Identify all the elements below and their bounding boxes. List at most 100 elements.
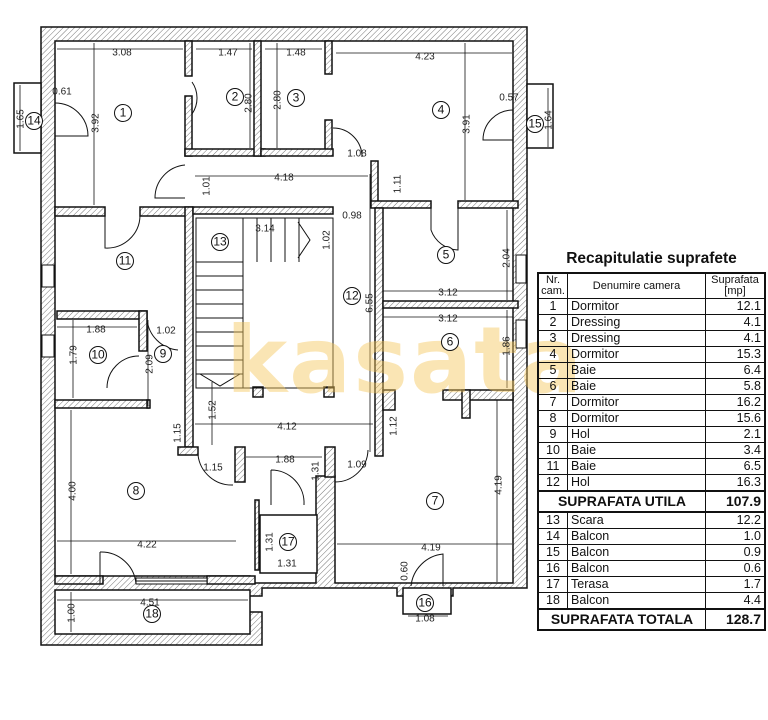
dimension-label: 1.09 <box>347 460 367 471</box>
room-marker-4: 4 <box>432 101 450 119</box>
room-marker-7: 7 <box>426 492 444 510</box>
room-name: Dressing <box>567 314 706 331</box>
grand-total-label: SUPRAFATA TOTALA <box>537 608 706 631</box>
room-nr: 16 <box>537 560 568 577</box>
room-nr: 15 <box>537 544 568 561</box>
room-area: 5.8 <box>705 378 766 395</box>
room-marker-10: 10 <box>89 346 107 364</box>
room-nr: 13 <box>537 512 568 529</box>
room-marker-13: 13 <box>211 233 229 251</box>
dimension-label: 1.79 <box>69 345 80 365</box>
dimension-lines <box>19 43 549 632</box>
area-table: Nr. cam. Denumire camera Suprafata [mp] … <box>537 272 766 631</box>
windows <box>41 254 527 585</box>
room-nr: 3 <box>537 330 568 347</box>
dimension-label: 2.09 <box>145 354 156 374</box>
room-marker-1: 1 <box>114 104 132 122</box>
room-number: 2 <box>232 90 239 104</box>
room-name: Baie <box>567 362 706 379</box>
room-marker-12: 12 <box>343 287 361 305</box>
dimension-label: 0.60 <box>400 561 411 581</box>
col-area: Suprafata [mp] <box>705 272 766 299</box>
room-number: 10 <box>91 348 105 362</box>
room-nr: 4 <box>537 346 568 363</box>
room-area: 15.3 <box>705 346 766 363</box>
dimension-label: 4.00 <box>68 481 79 501</box>
room-circle <box>143 605 161 623</box>
room-area: 3.4 <box>705 442 766 459</box>
room-number: 12 <box>345 289 359 303</box>
room-marker-9: 9 <box>154 345 172 363</box>
dimension-label: 1.31 <box>265 532 276 552</box>
dimension-label: 4.22 <box>137 540 157 551</box>
room-number: 11 <box>119 254 132 268</box>
room-nr: 8 <box>537 410 568 427</box>
dimension-label: 1.86 <box>502 336 513 356</box>
room-marker-6: 6 <box>441 333 459 351</box>
dimension-label: 1.12 <box>389 416 400 436</box>
room-name: Baie <box>567 442 706 459</box>
room-name: Hol <box>567 426 706 443</box>
useful-total-row: SUPRAFATA UTILA 107.9 <box>537 490 766 513</box>
room-name: Dormitor <box>567 410 706 427</box>
dimension-label: 1.65 <box>16 109 27 129</box>
room-circle <box>127 482 145 500</box>
room-area: 1.7 <box>705 576 766 593</box>
room-number: 13 <box>213 235 227 249</box>
dimension-label: 1.88 <box>275 455 295 466</box>
room-circle <box>25 112 43 130</box>
room-number: 5 <box>443 248 450 262</box>
room-area: 4.1 <box>705 314 766 331</box>
room-area: 12.1 <box>705 298 766 315</box>
dimension-label: 1.02 <box>156 326 176 337</box>
col-nr: Nr. cam. <box>537 272 568 299</box>
dimension-label: 1.11 <box>393 174 404 193</box>
room-circle <box>526 115 544 133</box>
room-area: 0.9 <box>705 544 766 561</box>
dimension-label: 3.14 <box>255 224 275 235</box>
room-name: Dressing <box>567 330 706 347</box>
room-nr: 9 <box>537 426 568 443</box>
room-number: 14 <box>27 114 41 128</box>
room-circle <box>287 89 305 107</box>
room-area: 16.2 <box>705 394 766 411</box>
dimension-label: 1.31 <box>277 559 297 570</box>
dimension-label: 4.51 <box>140 598 160 609</box>
dimension-label: 1.52 <box>208 400 219 420</box>
room-circle <box>441 333 459 351</box>
dimension-label: 1.47 <box>218 48 238 59</box>
room-name: Balcon <box>567 592 706 610</box>
summary-title: Recapitulatie suprafete <box>566 250 737 267</box>
room-nr: 6 <box>537 378 568 395</box>
dimension-label: 1.02 <box>322 230 333 250</box>
room-nr: 14 <box>537 528 568 545</box>
staircase <box>195 217 334 389</box>
room-circle <box>426 492 444 510</box>
dimension-label: 4.19 <box>421 543 441 554</box>
room-circle <box>114 104 132 122</box>
room-name: Baie <box>567 378 706 395</box>
doors <box>54 81 514 587</box>
col-name: Denumire camera <box>567 272 706 299</box>
room-nr: 10 <box>537 442 568 459</box>
watermark: kasata <box>226 307 584 414</box>
dimension-label: 3.12 <box>438 314 458 325</box>
room-name: Hol <box>567 474 706 492</box>
grand-total-row: SUPRAFATA TOTALA 128.7 <box>537 608 766 631</box>
room-marker-8: 8 <box>127 482 145 500</box>
room-marker-16: 16 <box>416 594 434 612</box>
room-name: Terasa <box>567 576 706 593</box>
dimension-label: 3.12 <box>438 288 458 299</box>
dimension-label: 0.61 <box>52 87 72 98</box>
room-circle <box>116 252 134 270</box>
